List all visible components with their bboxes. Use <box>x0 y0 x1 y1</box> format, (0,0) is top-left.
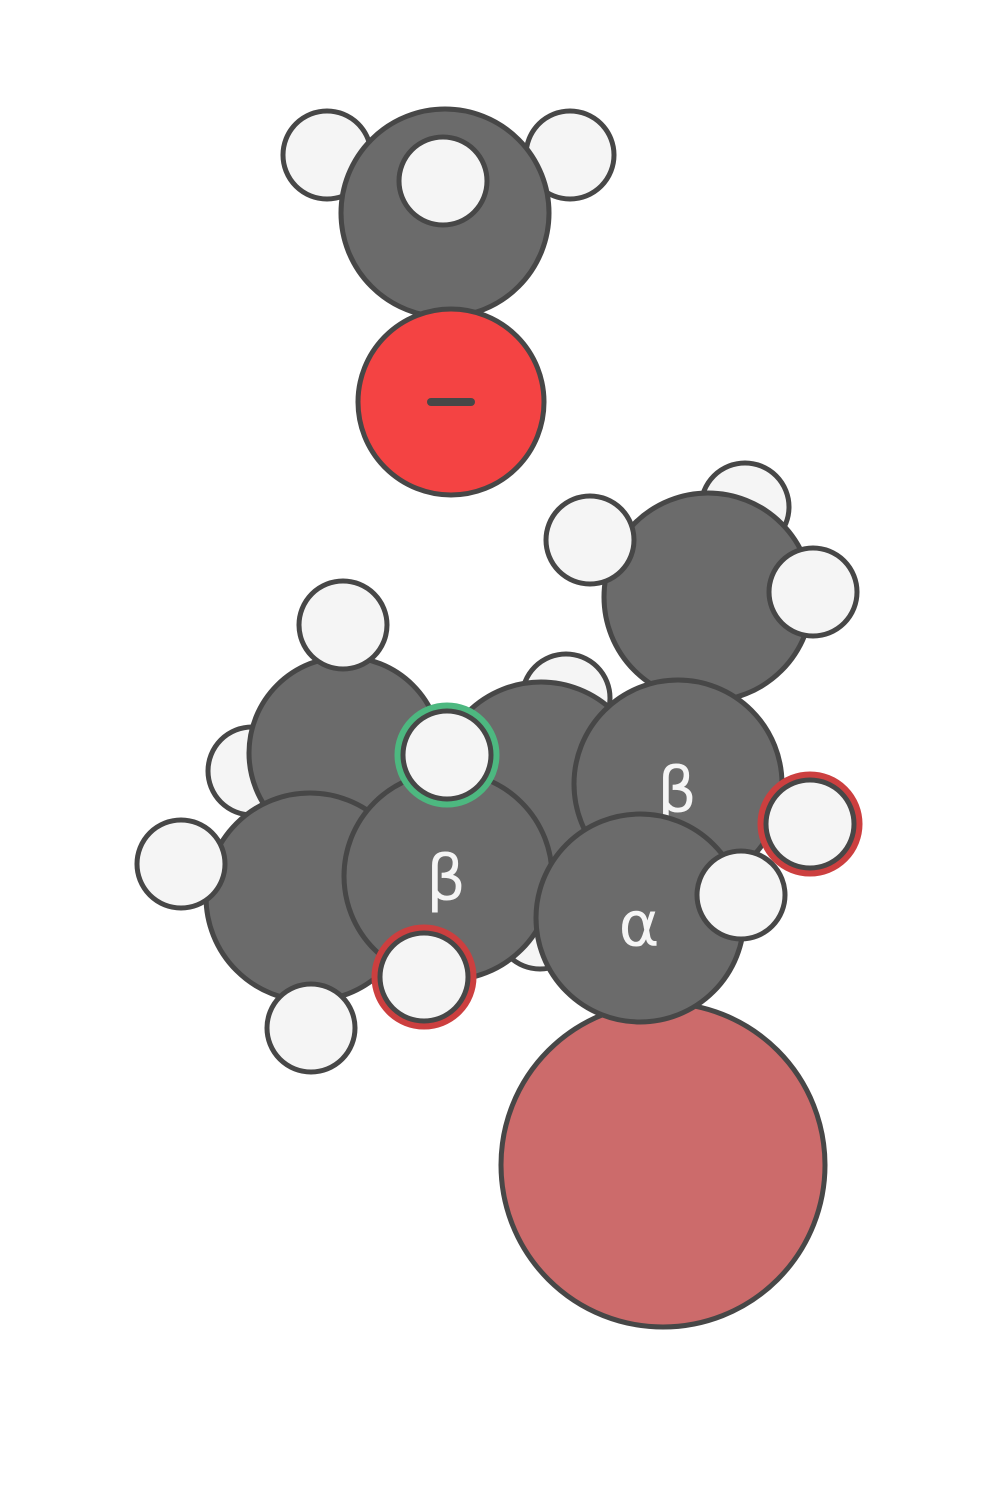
alkyl-halide-substrate: ββα <box>134 460 863 1330</box>
hydrogen-atom <box>264 981 358 1075</box>
beta-carbon-label: β <box>426 842 466 915</box>
green-highlight-ring <box>394 702 500 808</box>
hydrogen-atom <box>766 545 860 639</box>
red-highlight-ring <box>371 924 477 1030</box>
hydrogen-atom <box>134 817 228 911</box>
alpha-carbon-label: α <box>619 888 660 961</box>
hydrogen-atom <box>396 134 490 228</box>
hydrogen-atom <box>400 708 494 802</box>
methoxide-ion <box>280 106 617 498</box>
red-highlight-ring <box>757 771 863 877</box>
hydrogen-atom <box>377 930 471 1024</box>
halogen-atom <box>498 1000 828 1330</box>
hydrogen-atom <box>543 493 637 587</box>
hydrogen-atom <box>763 777 857 871</box>
hydrogen-atom <box>694 848 788 942</box>
hydrogen-atom <box>296 578 390 672</box>
